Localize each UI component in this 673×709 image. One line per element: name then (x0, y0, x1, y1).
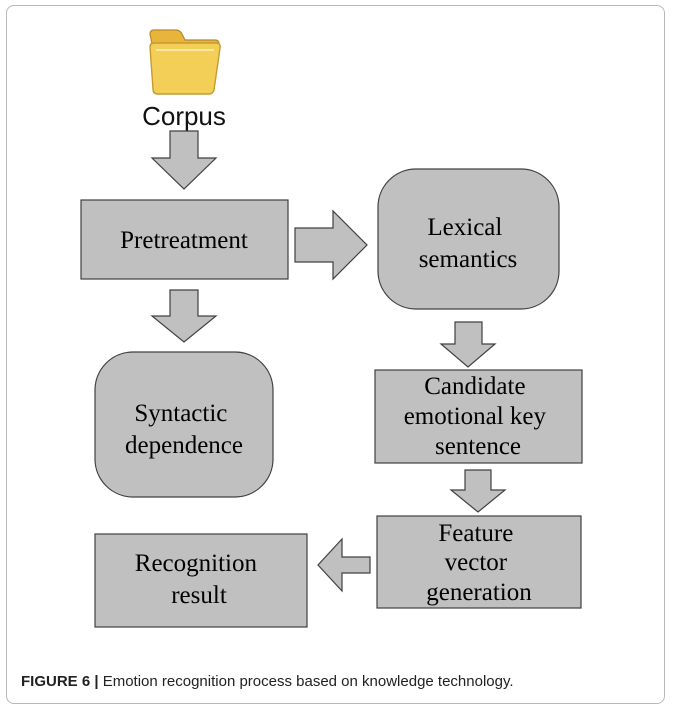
svg-text:Syntactic dependence: Syntactic dependence (125, 400, 243, 459)
recognition-line-1: Recognition (135, 550, 258, 577)
svg-text:Candidate emotional ke: Candidate emotional key sentence (404, 373, 553, 460)
feature-line-3: generation (426, 579, 532, 606)
syntactic-line-1: Syntactic (134, 400, 227, 427)
pretreatment-label: Pretreatment (120, 227, 248, 254)
svg-text:Feature vector: Feature vector generation (426, 520, 532, 606)
svg-text:Recognition result: Recognition result (135, 550, 263, 609)
svg-text:Lexical semantics: Lexical semantics (419, 214, 518, 273)
figure-frame (6, 5, 665, 704)
syntactic-dependence-box: Syntactic dependence (94, 351, 274, 498)
pretreatment-box: Pretreatment (80, 199, 289, 280)
figure-caption-text: Emotion recognition process based on kno… (98, 673, 514, 690)
arrow-candidate-to-feature (449, 469, 507, 513)
candidate-sentence-box: Candidate emotional key sentence (374, 369, 583, 464)
recognition-line-2: result (171, 582, 227, 609)
lexical-line-2: semantics (419, 246, 518, 273)
arrow-feature-to-recognition (317, 537, 371, 593)
arrow-lexical-to-candidate (439, 321, 497, 368)
arrow-pretreatment-to-syntactic (150, 289, 218, 343)
lexical-line-1: Lexical (427, 214, 502, 241)
feature-vector-box: Feature vector generation (376, 515, 582, 609)
figure-caption: FIGURE 6 | Emotion recognition process b… (21, 673, 514, 690)
corpus-label: Corpus (142, 101, 226, 131)
lexical-semantics-box: Lexical semantics (377, 168, 560, 310)
recognition-result-box: Recognition result (94, 533, 308, 628)
folder-icon (149, 29, 221, 95)
arrow-corpus-to-pretreatment (150, 130, 218, 190)
figure-label: FIGURE 6 | (21, 673, 99, 690)
candidate-line-3: sentence (435, 433, 521, 460)
feature-line-2: vector (445, 549, 508, 576)
arrow-pretreatment-to-lexical (294, 209, 368, 281)
candidate-line-2: emotional key (404, 403, 547, 430)
feature-line-1: Feature (438, 520, 513, 547)
syntactic-line-2: dependence (125, 432, 243, 459)
candidate-line-1: Candidate (424, 373, 525, 400)
svg-text:Pretreatment: Pretreatment (120, 227, 248, 254)
